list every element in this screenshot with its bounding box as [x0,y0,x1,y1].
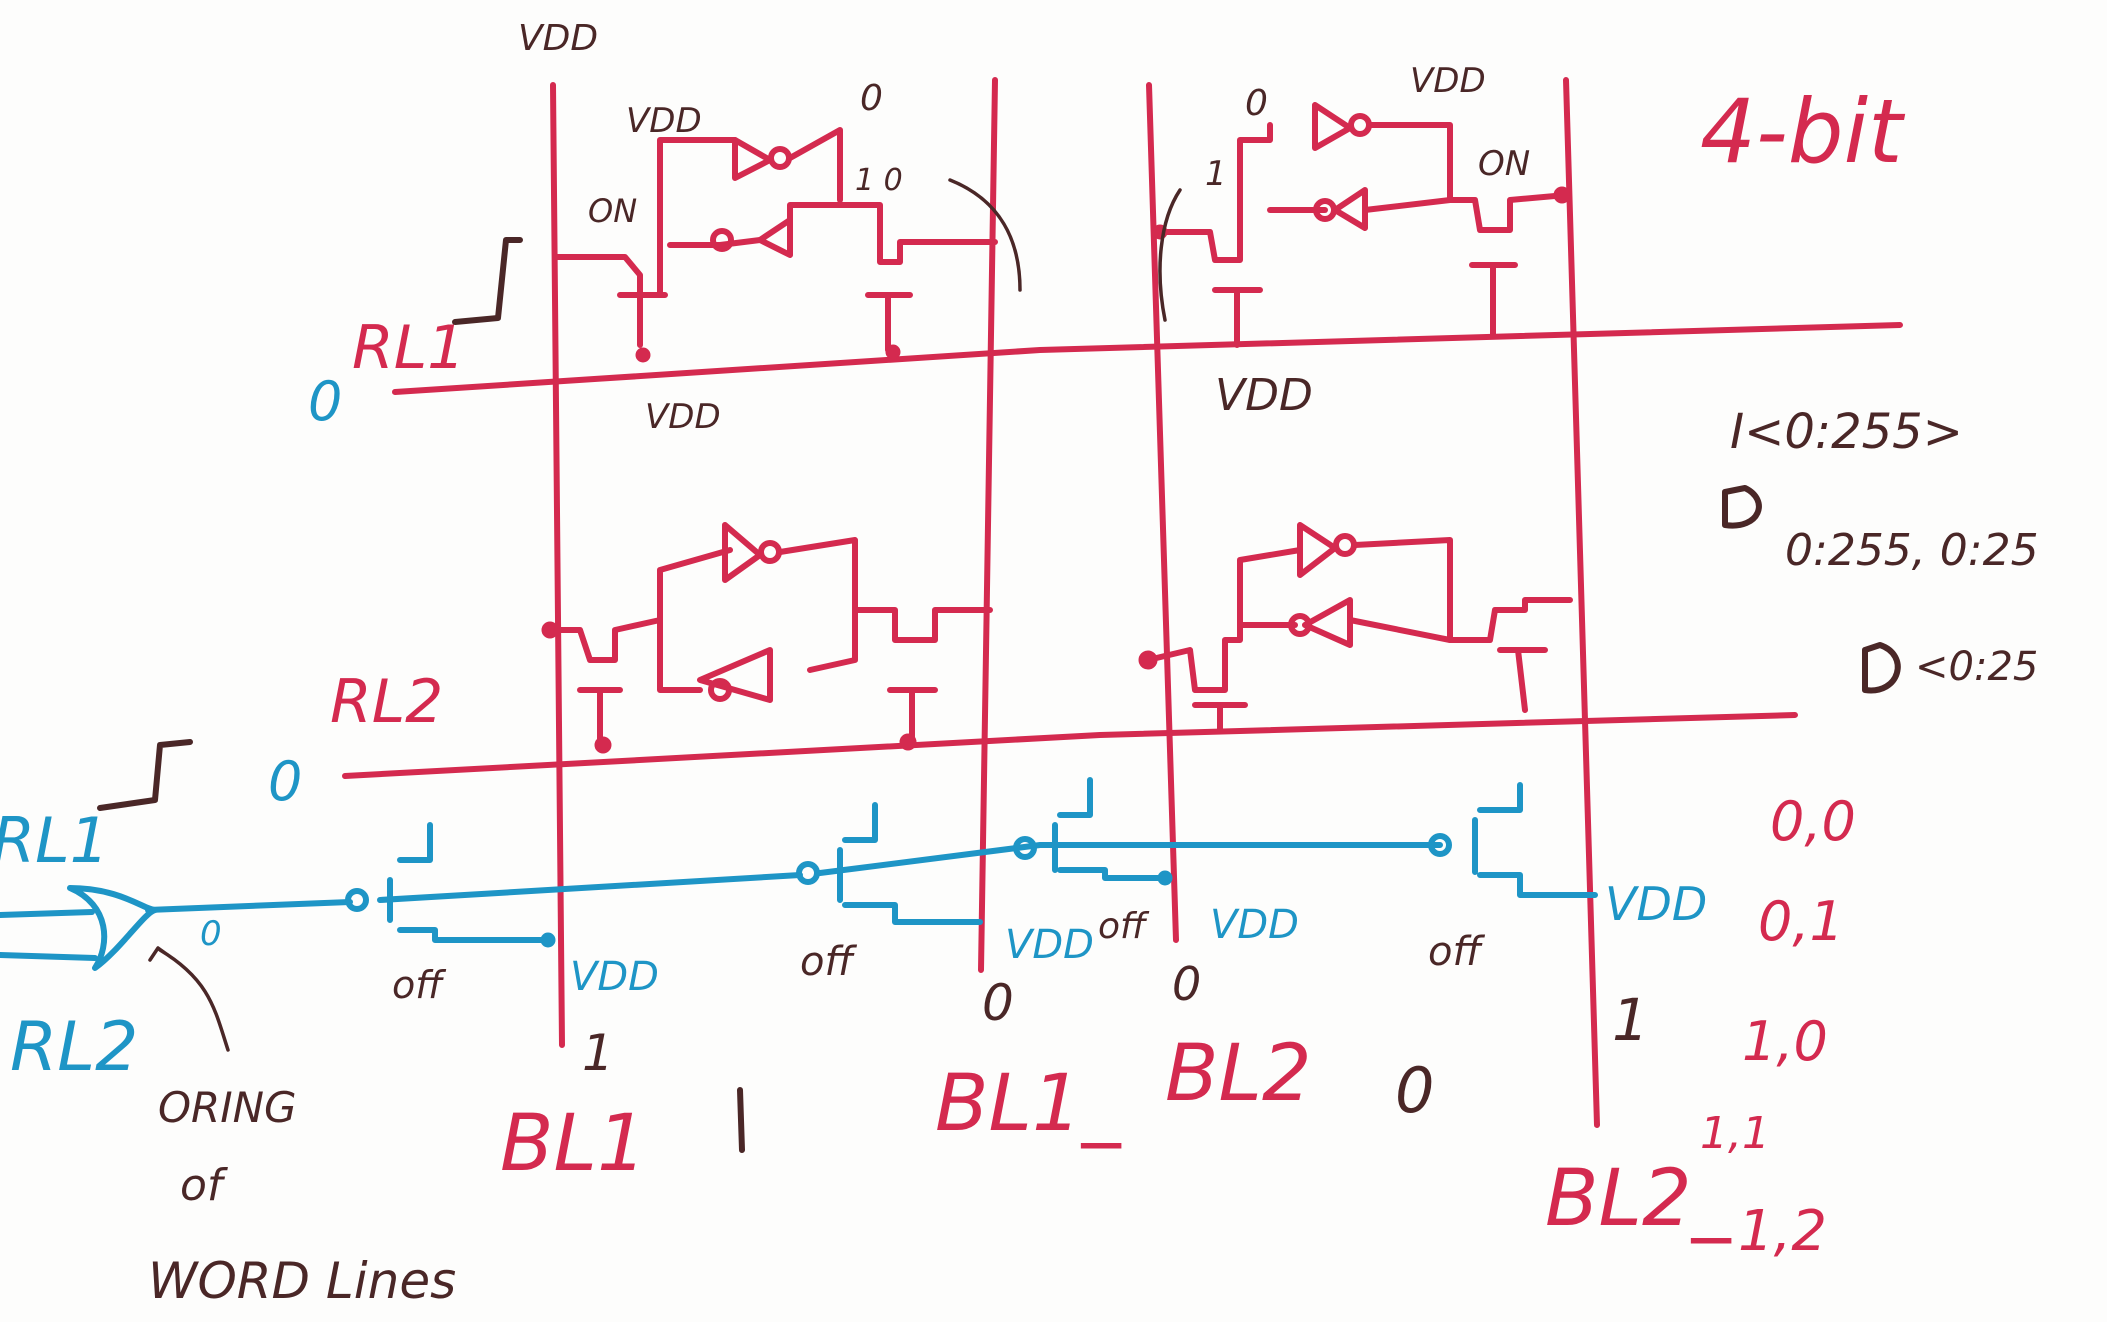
address-entry: 0,1 [1758,890,1844,953]
labels: 4-bit VDD RL1 RL2 0 0 RL1 RL2 0 VDD 0 ON… [0,18,2039,1310]
title-4bit: 4-bit [1700,80,1906,183]
label-vdd-read-2: VDD [1005,922,1094,968]
label-on-cell2: ON [1478,144,1530,184]
address-entry: 1,0 [1742,1010,1828,1073]
rl1-input-step [97,739,193,811]
label-oring-2: of [180,1160,229,1211]
label-vdd-read-3: VDD [1210,902,1299,948]
memory-symbol-1d [1862,642,1901,694]
address-entry: 0,0 [1770,790,1856,853]
label-zero-cell1: 0 [860,78,883,119]
label-bl1: BL1 [500,1099,647,1189]
sram-cell-r2-c1 [541,522,993,754]
rl1-step [452,237,523,325]
label-one-bl2bar: 1 [1612,986,1649,1054]
label-index-range: I<0:255> [1730,404,1963,460]
oring-arrow [148,946,230,1052]
bitline-bl2-bar [1563,77,1600,1128]
label-rl2-zero: 0 [268,750,302,813]
memory-symbol-2d [1722,485,1762,529]
label-vdd-bottom-cell1: VDD [645,397,721,437]
read-path [0,777,1598,971]
label-vdd-read-1: VDD [570,954,659,1000]
sram-cell-r1-c2 [1152,102,1571,348]
bitline-bl1 [550,82,565,1048]
label-one-bl1: 1 [582,1024,614,1082]
label-vdd-cell2: VDD [1410,61,1486,101]
label-oring-3: WORD Lines [148,1252,456,1310]
address-entry: 1,2 [1738,1199,1827,1264]
label-index-2d: 0:255, 0:25 [1785,525,2039,576]
sram-cell-r1-c1 [554,127,998,363]
label-oring-1: ORING [158,1083,297,1132]
bitline-bl1-bar [978,77,998,973]
address-entry: 1,1 [1700,1108,1770,1159]
label-zero-cell2: 0 [1245,83,1268,124]
label-bl2: BL2 [1165,1029,1312,1119]
sram-cell-r2-c2 [1138,522,1573,733]
label-on-cell1: ON [588,192,637,230]
label-off-4: off [1428,929,1485,975]
label-rl1-zero: 0 [308,370,342,433]
tick-mark [737,1087,745,1153]
bit-lines [550,77,1600,1128]
label-vdd-read-4: VDD [1605,877,1707,931]
rowline-rl2 [342,712,1798,779]
combined-wordline [145,842,1443,913]
label-rl1-input: RL1 [0,804,109,877]
label-off-1: off [392,963,446,1007]
label-vdd-top: VDD [518,18,598,59]
brown-strokes [97,178,1901,1153]
rowline-rl1 [392,322,1903,395]
label-bl2-bar: BL2_ [1545,1154,1732,1244]
label-rl2-input: RL2 [10,1008,138,1087]
address-table: 0,0 0,1 1,0 1,1 1,2 [1700,790,1856,1264]
bitline-bl2 [1146,82,1179,943]
row-lines [342,322,1903,779]
label-vdd-cell1: VDD [626,101,702,141]
label-one-cell2: 1 [1205,154,1227,194]
label-bl1-bar: BL1_ [935,1059,1122,1149]
label-zero-bl2: 0 [1172,957,1201,1011]
label-gate-zero: 0 [200,914,222,954]
label-index-short: <0:25 [1915,644,2038,690]
label-ten-cell1: 1 0 [855,163,903,198]
or-gate [67,885,158,971]
label-off-3: off [1098,906,1150,947]
label-off-2: off [800,939,857,985]
label-vdd-bottom-cell2: VDD [1215,370,1313,421]
label-zero-bl1bar: 0 [982,974,1014,1032]
label-zero-mid: 0 [1395,1054,1434,1127]
label-rl2: RL2 [330,667,443,737]
label-rl1: RL1 [352,313,465,383]
